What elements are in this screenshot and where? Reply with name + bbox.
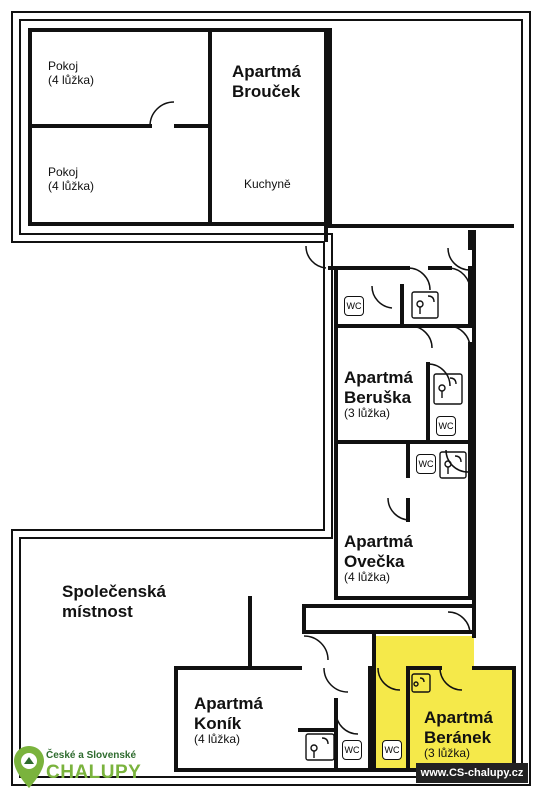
wc-sign-icon: WC xyxy=(382,740,402,760)
room-name-line2: Koník xyxy=(194,713,242,733)
room-beds: (4 lůžka) xyxy=(344,570,391,585)
website-link[interactable]: www.CS-chalupy.cz xyxy=(416,763,528,783)
room-kitchen: Kuchyně xyxy=(244,177,291,191)
room-pokoj-2: Pokoj (4 lůžka) xyxy=(48,165,95,194)
room-beds: (4 lůžka) xyxy=(48,178,95,193)
room-beds: (4 lůžka) xyxy=(48,72,95,87)
room-name-line1: Apartmá xyxy=(344,532,413,551)
brand-logo: České a Slovenské CHALUPY xyxy=(12,742,172,794)
logo-line2: CHALUPY xyxy=(46,762,142,783)
room-beruska: Apartmá Beruška (3 lůžka) xyxy=(344,368,413,421)
room-name: Pokoj xyxy=(48,165,79,179)
room-name-line1: Apartmá xyxy=(424,708,493,727)
room-name-line2: Beránek xyxy=(424,727,492,747)
room-konik: Apartmá Koník (4 lůžka) xyxy=(194,694,263,747)
room-pokoj-1: Pokoj (4 lůžka) xyxy=(48,59,95,88)
room-broucek: Apartmá Brouček xyxy=(232,62,301,101)
room-ovecka: Apartmá Ovečka (4 lůžka) xyxy=(344,532,413,585)
shower-icon xyxy=(305,291,467,761)
room-name-line2: Beruška xyxy=(344,387,412,407)
location-pin-icon xyxy=(14,746,44,788)
room-beds: (4 lůžka) xyxy=(194,732,241,747)
room-name-line2: Brouček xyxy=(232,81,301,101)
room-name: Pokoj xyxy=(48,59,79,73)
room-beds: (3 lůžka) xyxy=(424,746,471,761)
room-name-line1: Apartmá xyxy=(194,694,263,713)
wc-sign-icon: WC xyxy=(436,416,456,436)
logo-line1: České a Slovenské xyxy=(46,750,137,761)
room-name-line2: Ovečka xyxy=(344,551,405,571)
room-beds: (3 lůžka) xyxy=(344,406,391,421)
wc-sign-icon: WC xyxy=(342,740,362,760)
room-name-line1: Společenská xyxy=(62,582,166,601)
room-name-line2: místnost xyxy=(62,601,133,621)
room-name-line1: Apartmá xyxy=(344,368,413,387)
room-spolecenska: Společenská místnost xyxy=(62,582,166,621)
room-beranek: Apartmá Beránek (3 lůžka) xyxy=(424,708,493,761)
wc-sign-icon: WC xyxy=(344,296,364,316)
room-name-line1: Apartmá xyxy=(232,62,301,81)
wc-sign-icon: WC xyxy=(416,454,436,474)
